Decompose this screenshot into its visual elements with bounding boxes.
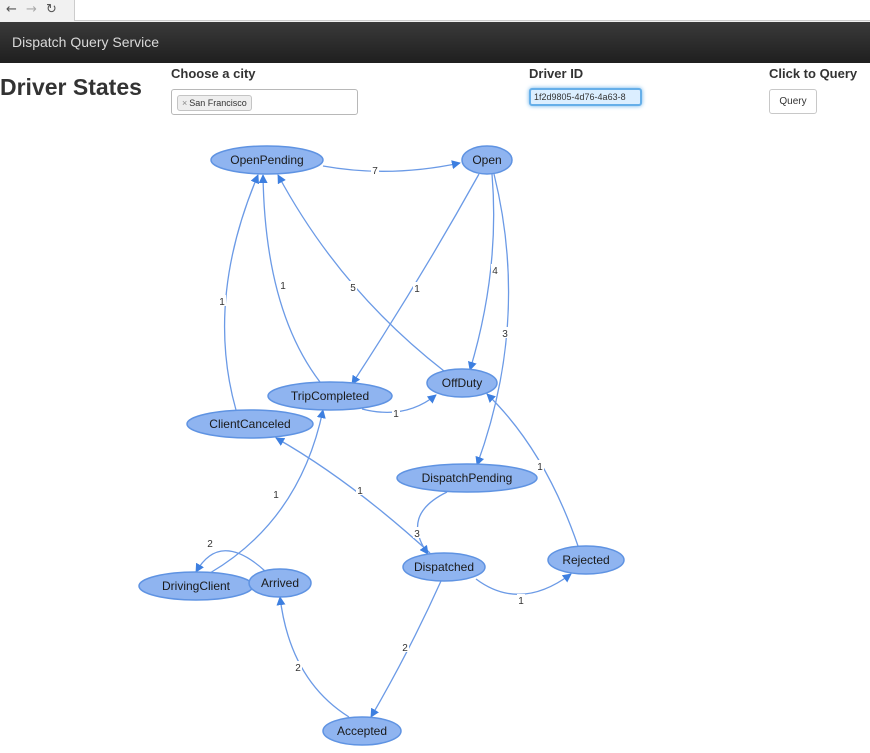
edge-count-Open-to-DispatchPending: 3 <box>502 329 508 340</box>
node-ellipse[interactable] <box>461 145 513 175</box>
edge-label-background <box>371 164 379 175</box>
city-chip: ×San Francisco <box>177 95 252 111</box>
edge-TripCompleted-to-OffDuty <box>361 394 437 414</box>
edge-label-background <box>491 264 499 275</box>
node-ellipse[interactable] <box>322 716 402 746</box>
driver-id-label: Driver ID <box>529 66 584 81</box>
edge-Arrived-to-DrivingClient <box>195 550 266 573</box>
edge-DispatchPending-to-Dispatched <box>416 491 448 555</box>
query-button[interactable]: Query <box>769 89 817 114</box>
node-dispatched[interactable]: Dispatched <box>402 552 486 582</box>
node-dispatchpending[interactable]: DispatchPending <box>396 463 538 493</box>
edge-count-OffDuty-to-OpenPending: 5 <box>350 283 356 294</box>
navbar: Dispatch Query Service <box>0 22 870 63</box>
edge-ClientCanceled-to-OpenPending <box>223 174 259 411</box>
edge-label-background <box>413 527 421 538</box>
address-bar-field[interactable] <box>75 0 379 20</box>
edge-label-background <box>501 327 509 338</box>
edge-label-background <box>356 484 364 495</box>
node-accepted[interactable]: Accepted <box>322 716 402 746</box>
node-label: TripCompleted <box>291 389 369 403</box>
node-tripcompleted[interactable]: TripCompleted <box>267 381 393 411</box>
edge-count-ClientCanceled-to-OpenPending: 1 <box>219 297 225 308</box>
driver-id-input[interactable] <box>529 88 642 106</box>
node-ellipse[interactable] <box>210 145 324 175</box>
edge-label-background <box>279 279 287 290</box>
edge-DrivingClient-to-TripCompleted <box>209 409 326 574</box>
edge-label-background <box>294 661 302 672</box>
node-ellipse[interactable] <box>547 545 625 575</box>
node-ellipse[interactable] <box>267 381 393 411</box>
edge-OffDuty-to-OpenPending <box>277 174 445 372</box>
edge-count-Dispatched-to-Rejected: 1 <box>518 596 524 607</box>
edge-OpenPending-to-Open <box>322 160 461 172</box>
edge-count-Arrived-to-DrivingClient: 2 <box>207 539 213 550</box>
reload-icon[interactable]: ↻ <box>46 2 57 17</box>
edge-count-Rejected-to-OffDuty: 1 <box>537 462 543 473</box>
edge-Open-to-DispatchPending <box>475 173 510 466</box>
browser-toolbar: ← → ↻ <box>0 0 870 23</box>
remove-city-icon[interactable]: × <box>182 98 188 108</box>
back-arrow-icon[interactable]: ← <box>6 2 17 17</box>
forward-arrow-icon[interactable]: → <box>26 2 37 17</box>
node-label: Dispatched <box>414 560 474 574</box>
node-drivingclient[interactable]: DrivingClient <box>138 571 254 601</box>
edge-TripCompleted-to-OpenPending <box>258 174 321 383</box>
edge-count-Accepted-to-Arrived: 2 <box>295 663 301 674</box>
node-label: Arrived <box>261 576 299 590</box>
city-select[interactable]: ×San Francisco <box>171 89 358 115</box>
edge-label-background <box>392 407 400 418</box>
edge-Accepted-to-Arrived <box>276 596 350 718</box>
query-label: Click to Query <box>769 66 858 81</box>
edge-count-DrivingClient-to-TripCompleted: 1 <box>273 490 279 501</box>
node-label: OffDuty <box>442 376 482 390</box>
node-label: Accepted <box>337 724 387 738</box>
node-label: DispatchPending <box>422 471 513 485</box>
node-ellipse[interactable] <box>248 568 312 598</box>
edge-Dispatched-to-Rejected <box>475 573 572 595</box>
edge-Open-to-TripCompleted <box>351 173 480 385</box>
node-openpending[interactable]: OpenPending <box>210 145 324 175</box>
node-offduty[interactable]: OffDuty <box>426 368 498 398</box>
node-label: OpenPending <box>230 153 303 167</box>
node-arrived[interactable]: Arrived <box>248 568 312 598</box>
edge-count-DispatchPending-to-Dispatched: 3 <box>414 529 420 540</box>
edge-count-Dispatched-to-ClientCanceled: 1 <box>357 486 363 497</box>
node-label: ClientCanceled <box>209 417 290 431</box>
edge-label-background <box>401 641 409 652</box>
node-ellipse[interactable] <box>402 552 486 582</box>
edge-Dispatched-to-ClientCanceled <box>275 437 431 554</box>
node-ellipse[interactable] <box>426 368 498 398</box>
node-rejected[interactable]: Rejected <box>547 545 625 575</box>
edge-count-TripCompleted-to-OpenPending: 1 <box>280 281 286 292</box>
edge-label-background <box>517 594 525 605</box>
node-label: Rejected <box>562 553 609 567</box>
node-clientcanceled[interactable]: ClientCanceled <box>186 409 314 439</box>
edge-label-background <box>413 282 421 293</box>
page-title: Driver States <box>0 74 142 100</box>
edge-count-Open-to-TripCompleted: 1 <box>414 284 420 295</box>
edge-Open-to-OffDuty <box>468 173 495 371</box>
edge-label-background <box>218 295 226 306</box>
node-open[interactable]: Open <box>461 145 513 175</box>
edge-label-background <box>206 537 214 548</box>
node-ellipse[interactable] <box>186 409 314 439</box>
brand-link[interactable]: Dispatch Query Service <box>12 34 160 50</box>
edge-label-background <box>272 488 280 499</box>
edge-count-Dispatched-to-Accepted: 2 <box>402 643 408 654</box>
edge-label-background <box>536 460 544 471</box>
edge-label-background <box>349 281 357 292</box>
edge-count-OpenPending-to-Open: 7 <box>372 166 378 177</box>
node-ellipse[interactable] <box>396 463 538 493</box>
edge-count-Open-to-OffDuty: 4 <box>492 266 498 277</box>
city-chip-label: San Francisco <box>189 98 247 108</box>
address-bar[interactable] <box>74 0 870 21</box>
node-label: Open <box>472 153 501 167</box>
city-label: Choose a city <box>171 66 256 81</box>
node-label: DrivingClient <box>162 579 231 593</box>
edge-count-TripCompleted-to-OffDuty: 1 <box>393 409 399 420</box>
